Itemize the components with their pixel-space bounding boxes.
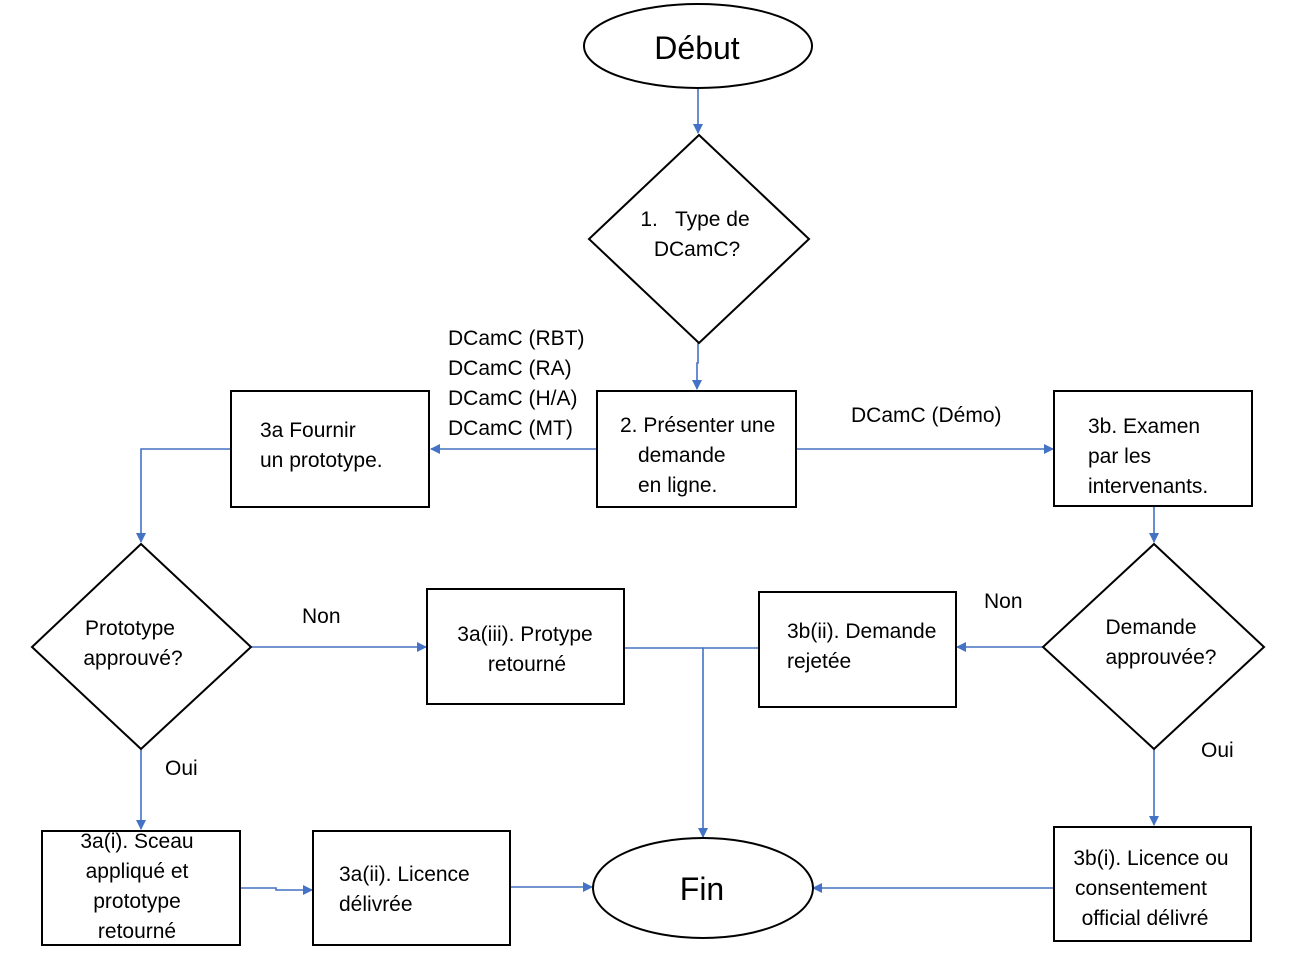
request-approved-label-line-1: Demande: [1105, 616, 1196, 639]
request-rejected-label-line-1: 3b(ii). Demande: [787, 620, 936, 643]
licence-or-consent-label-line-2: consentement: [1075, 877, 1207, 900]
dcamc-type-label-3: DCamC (H/A): [448, 387, 578, 410]
connectors: [136, 89, 1159, 895]
end-label: Fin: [680, 871, 724, 907]
prototype-approved-label-line-1: Prototype: [85, 617, 175, 640]
shapes: [30, 3, 1266, 946]
oui-right-label: Oui: [1201, 739, 1234, 762]
decision-type-label-line-2: DCamC?: [654, 238, 740, 261]
prototype-approved-label-line-2: approuvé?: [83, 647, 182, 670]
start-label: Début: [654, 30, 740, 66]
online-request-label-line-3: en ligne.: [638, 474, 717, 497]
seal-applied-box: [41, 830, 241, 946]
licence-issued-label-line-2: délivrée: [339, 893, 413, 916]
dcamc-demo-label: DCamC (Démo): [851, 404, 1002, 427]
prototype-approved-diamond: [30, 542, 253, 751]
request-approved-label-line-2: approuvée?: [1106, 646, 1217, 669]
connector-seal-to-licence: [240, 885, 313, 895]
prototype-returned-label-line-1: 3a(iii). Protype: [457, 623, 592, 646]
seal-applied-label-line-4: retourné: [98, 920, 176, 943]
online-request-box: [596, 390, 797, 508]
seal-applied-label-line-3: prototype: [93, 890, 181, 913]
request-rejected-box: [758, 591, 957, 708]
non-left-label: Non: [302, 605, 341, 628]
stakeholder-review-box: [1053, 390, 1253, 507]
provide-prototype-label-line-1: 3a Fournir: [260, 419, 356, 442]
end-terminator: [592, 837, 814, 939]
dcamc-type-label-1: DCamC (RBT): [448, 327, 585, 350]
prototype-returned-box: [426, 588, 625, 705]
dcamc-type-label-4: DCamC (MT): [448, 417, 573, 440]
licence-or-consent-box: [1053, 826, 1252, 942]
start-terminator: [583, 3, 813, 89]
stakeholder-review-label-line-1: 3b. Examen: [1088, 415, 1200, 438]
provide-prototype-label-line-2: un prototype.: [260, 449, 383, 472]
dcamc-type-label-2: DCamC (RA): [448, 357, 572, 380]
licence-issued-label-line-1: 3a(ii). Licence: [339, 863, 470, 886]
seal-applied-label-line-1: 3a(i). Sceau: [80, 830, 193, 853]
online-request-label-line-2: demande: [638, 444, 726, 467]
connector-prototype-to-approved: [136, 448, 231, 543]
prototype-returned-label-line-2: retourné: [488, 653, 566, 676]
connector-type-to-request: [692, 343, 702, 390]
online-request-label-line-1: 2. Présenter une: [620, 414, 775, 437]
connector-returned-to-end: [624, 647, 708, 838]
stakeholder-review-label-line-2: par les: [1088, 445, 1151, 468]
stakeholder-review-label-line-3: intervenants.: [1088, 475, 1208, 498]
licence-or-consent-label-line-3: official délivré: [1082, 907, 1209, 930]
decision-type-diamond: [587, 133, 811, 345]
request-rejected-label-line-2: rejetée: [787, 650, 851, 673]
non-right-label: Non: [984, 590, 1023, 613]
node-labels: Début 1. Type de DCamC? 2. Présenter une…: [80, 30, 1228, 943]
decision-type-label-line-1: 1. Type de: [640, 208, 749, 231]
edge-labels: DCamC (RBT) DCamC (RA) DCamC (H/A) DCamC…: [165, 327, 1234, 780]
licence-issued-box: [312, 830, 511, 946]
oui-left-label: Oui: [165, 757, 198, 780]
licence-or-consent-label-line-1: 3b(i). Licence ou: [1073, 847, 1228, 870]
provide-prototype-box: [230, 390, 430, 508]
request-approved-diamond: [1041, 542, 1266, 751]
seal-applied-label-line-2: appliqué et: [86, 860, 189, 883]
